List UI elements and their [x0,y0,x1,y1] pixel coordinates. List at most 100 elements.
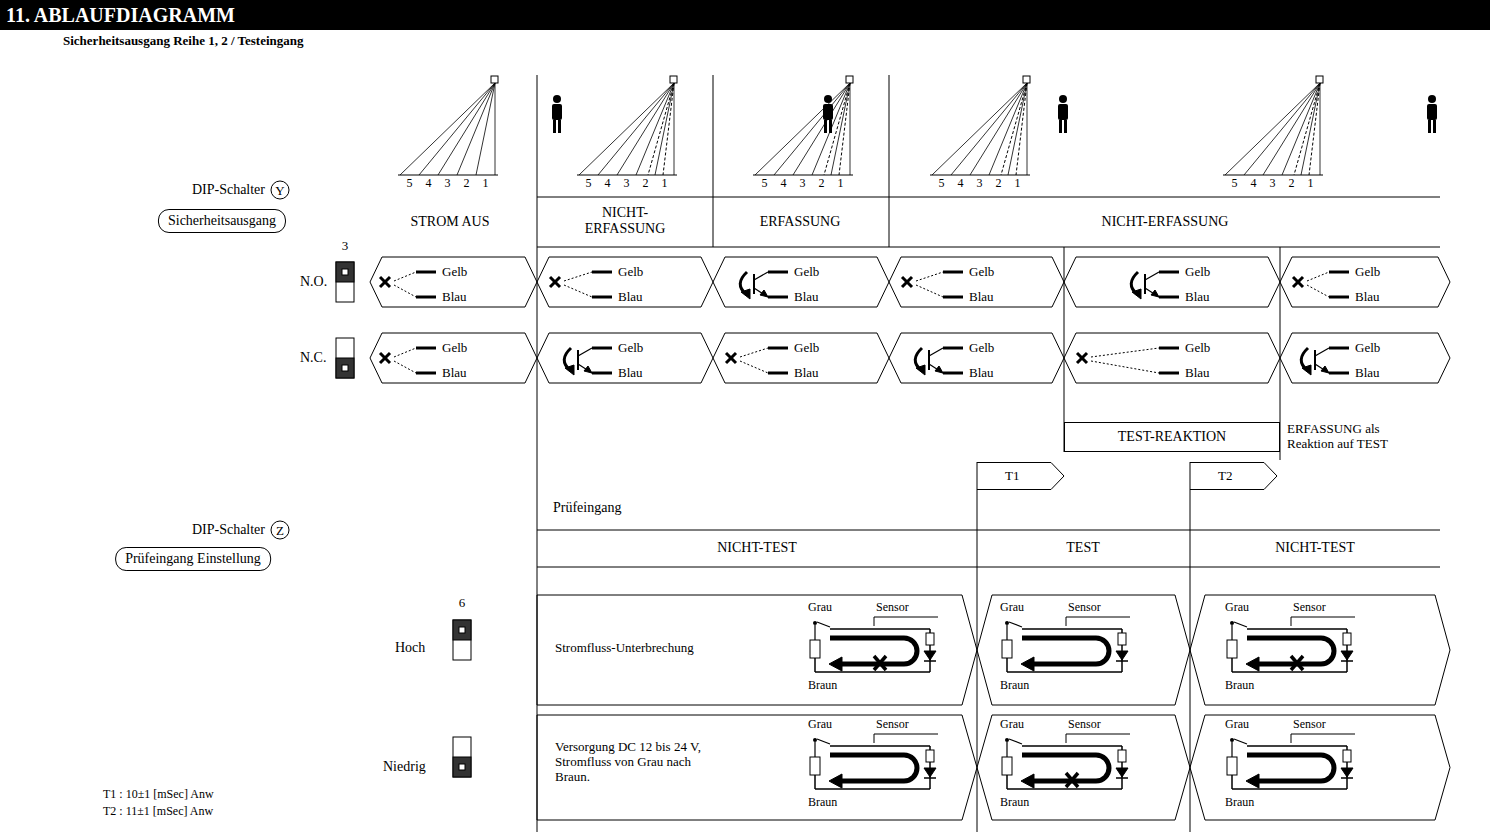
current-arrow [829,774,842,788]
current-arrow [1246,657,1259,671]
state-band [1064,333,1280,383]
label-text: Blau [1355,290,1380,305]
sensor-outline [1066,617,1067,626]
state-band [977,595,1190,705]
transistor-symbol [394,285,416,297]
sensor-beam-detect [648,83,674,175]
sensor-head [670,76,677,83]
label-text: Blau [618,366,643,381]
sensor-beam-detect [1309,83,1320,175]
label-text: Sensor [1293,718,1326,732]
label-text: Braun [1000,679,1029,693]
transistor-symbol [1091,348,1159,357]
wire [830,628,930,630]
sensor-beam [400,83,495,175]
sensor-head [491,76,498,83]
resistor-symbol [1343,633,1351,645]
diode-symbol [924,660,936,662]
resistor-symbol [1002,640,1012,658]
label-text: Blau [794,366,819,381]
wire-terminal [416,372,436,375]
interrupt-mark [1066,773,1078,787]
state-band [889,257,1064,307]
label-text: TEST [1066,540,1099,556]
label-text: Braun [808,679,837,693]
grid-line [537,197,1440,198]
current-arrow [1302,365,1311,375]
current-arrow [1247,638,1334,664]
switch-symbol [1230,621,1234,625]
delay-arrow-outline [1190,463,1277,490]
wire-terminal [768,372,788,375]
open-mark [1293,277,1303,287]
label-text: Sensor [1068,601,1101,615]
sensor-beam [1027,83,1028,175]
open-mark [550,277,560,287]
open-mark [1077,353,1087,363]
person-icon [1059,120,1062,133]
person-icon [824,120,827,133]
diode-symbol [924,777,936,779]
sensor-beam [793,83,850,175]
sensor-beam [476,83,495,175]
current-arrow [829,657,842,671]
delay-arrow-outline [977,463,1064,490]
sensor-outline [1066,734,1130,735]
sensor-head [846,76,853,83]
resistor-symbol [1118,750,1126,762]
node-text: TEST-REAKTION [1118,429,1226,444]
label-text: Grau [1225,601,1249,615]
person-icon [553,120,556,133]
dip-switch [453,620,471,660]
wire [814,658,816,672]
transistor-symbol [578,364,592,373]
switch-symbol [817,739,830,744]
wire-terminal [1159,347,1179,350]
interrupt-mark [1066,773,1078,787]
dip-switch [453,757,471,777]
transistor-symbol [394,348,416,357]
label-text: NICHT-ERFASSUNG [570,205,680,237]
dip-switch [342,269,348,275]
wire [1231,742,1232,757]
sensor-floor [398,175,498,176]
sensor-beam [598,83,674,175]
label-text: T2 : 11±1 [mSec] Anw [103,805,213,819]
sensor-outline [874,734,875,743]
dip-switch [342,365,348,371]
wire-terminal [943,296,963,299]
sensor-beam [1301,83,1320,175]
sensor-beam [1320,83,1321,175]
wire [814,625,815,640]
label-text: Hoch [395,640,425,656]
wire [1247,628,1347,630]
reaction-box: TEST-REAKTION [1064,422,1280,452]
label-text: ERFASSUNG als Reaktion auf TEST [1287,422,1392,452]
switch-symbol [813,621,817,625]
transistor-symbol [916,285,943,297]
sensor-beam-detect [1294,83,1320,175]
diode-symbol [924,768,936,777]
transistor-symbol [1315,348,1329,356]
person-icon [1433,120,1436,133]
label-text: Grau [1000,601,1024,615]
wire-terminal [416,296,436,299]
wire [1022,628,1122,630]
open-mark [902,277,912,287]
interrupt-mark [1291,656,1303,670]
state-band [889,333,1064,383]
current-arrow [830,638,917,664]
dip-circle: Y [271,181,290,200]
sensor-floor [577,175,677,176]
wire [1232,671,1347,673]
label-text: Blau [442,366,467,381]
label-text: Grau [1225,718,1249,732]
current-arrow [565,365,574,375]
wire [815,671,930,673]
label-text: 5 4 3 2 1 [586,177,673,191]
wire-terminal [1329,271,1349,274]
label-text: DIP-Schalter [192,522,265,538]
sensor-beam [1244,83,1320,175]
grid-line [537,567,1440,568]
